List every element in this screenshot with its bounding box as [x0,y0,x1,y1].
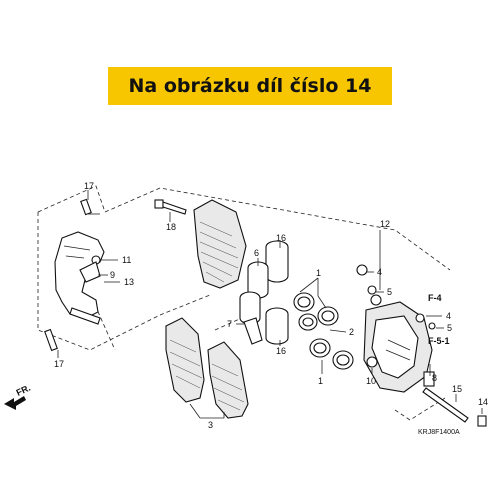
callout-7: 7 [227,319,232,329]
bleeder-cap [356,264,368,276]
callout-9: 9 [110,270,115,280]
callout-10: 10 [366,376,376,386]
callout-16-top: 16 [276,233,286,243]
callout-18: 18 [166,222,176,232]
slide-pin-boot [423,371,435,387]
bracket-pin [69,307,101,325]
callout-14: 14 [478,397,488,407]
brake-pad-left [165,317,205,403]
pad-retainer [243,317,263,345]
callout-17-top: 17 [84,181,94,191]
callout-16-bottom: 16 [276,346,286,356]
arrow-icon [4,396,26,410]
pad-shim [193,199,247,289]
bolt-18 [154,199,187,215]
drawing-code: KRJ8F1400A [418,429,460,436]
bolt-14 [477,415,487,427]
part-number-banner: Na obrázku díl číslo 14 [108,67,392,105]
piston-upper [247,240,289,299]
group-outline [37,185,451,421]
callout-2: 2 [349,327,354,337]
callout-17-bottom: 17 [54,359,64,369]
callout-4-top: 4 [377,267,382,277]
piston-seals [293,292,354,370]
callout-f-5-1: F-5-1 [428,336,450,346]
fitting [367,285,377,295]
bolt-17-bottom [44,328,58,352]
brake-pad-right [207,341,249,419]
callouts: 17 11 9 13 17 18 16 6 16 7 1 2 1 3 12 4 … [54,181,488,430]
bolt-17-top [80,198,100,216]
bleeder-valve [370,294,382,306]
pad-spring [79,261,101,283]
small-boot [428,322,436,330]
callout-5-right: 5 [447,323,452,333]
callout-4-right: 4 [446,311,451,321]
callout-8: 8 [432,373,437,383]
callout-1-bottom: 1 [318,376,323,386]
slide-pin [422,387,469,423]
callout-3: 3 [208,420,213,430]
callout-15: 15 [452,384,462,394]
piston-lower [239,291,289,345]
callout-13: 13 [124,277,134,287]
direction-label: FR. [15,383,32,398]
callout-6: 6 [254,248,259,258]
callout-11: 11 [122,255,131,265]
seal-10 [366,356,378,368]
leader-lines [57,190,483,419]
caliper-bracket [54,231,105,325]
callout-1-top: 1 [316,268,321,278]
callout-5-top: 5 [387,287,392,297]
callout-12: 12 [380,219,390,229]
front-direction-indicator: FR. [4,383,32,410]
bolt-14-head [477,415,487,427]
pin-boot [415,313,425,323]
callout-f-4: F-4 [428,293,442,303]
caliper-body [356,264,436,393]
